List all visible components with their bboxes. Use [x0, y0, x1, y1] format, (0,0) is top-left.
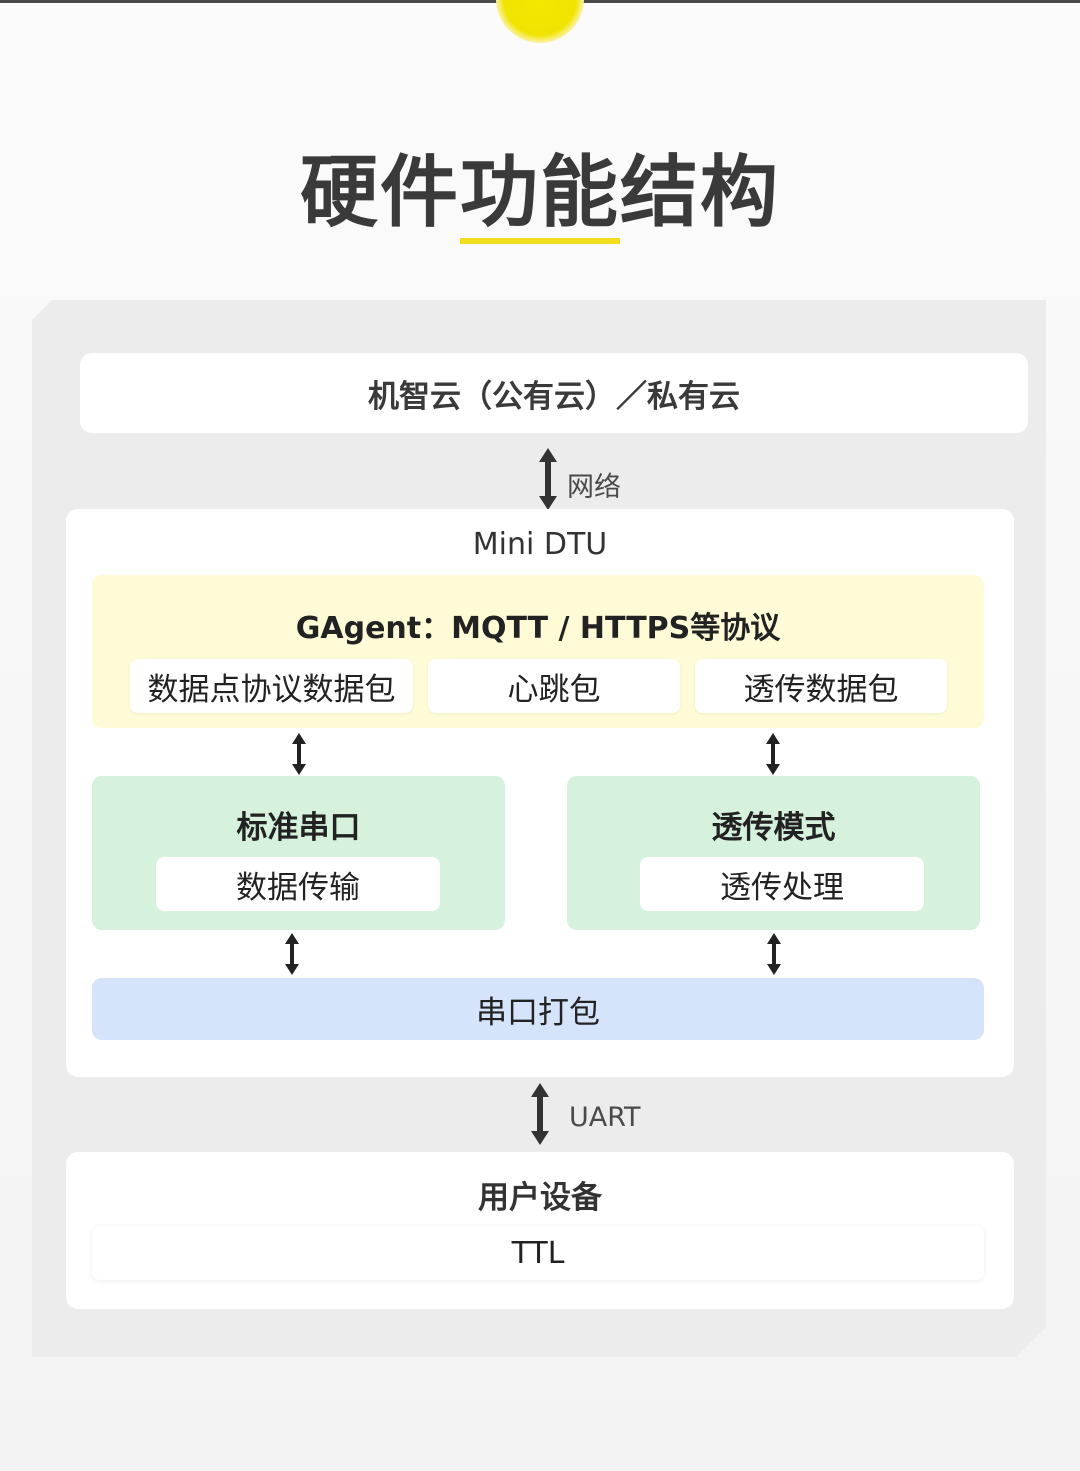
passthrough-mode-title: 透传模式	[711, 810, 836, 846]
gagent-item: 数据点协议数据包	[130, 659, 413, 713]
title-underline	[460, 238, 620, 244]
gagent-item: 透传数据包	[695, 659, 947, 713]
double-arrow	[766, 733, 780, 775]
mini-dtu-title: Mini DTU	[472, 527, 608, 562]
network-label: 网络	[567, 472, 621, 503]
data-transfer-item: 数据传输	[156, 857, 440, 911]
gagent-item: 心跳包	[428, 659, 680, 713]
passthrough-processing-item: 透传处理	[640, 857, 924, 911]
gagent-title: GAgent：MQTT / HTTPS等协议	[295, 611, 781, 646]
network-double-arrow	[539, 448, 557, 510]
mini-dtu-node: Mini DTU GAgent：MQTT / HTTPS等协议 数据点协议数据包…	[66, 509, 1014, 1077]
user-device-title: 用户设备	[478, 1180, 602, 1216]
serial-packing-node: 串口打包	[92, 978, 984, 1040]
uart-double-arrow	[531, 1083, 549, 1145]
double-arrow	[767, 933, 781, 975]
passthrough-mode-node: 透传模式 透传处理	[567, 776, 980, 930]
standard-serial-title: 标准串口	[236, 810, 361, 846]
uart-label: UART	[569, 1102, 641, 1133]
double-arrow	[292, 733, 306, 775]
double-arrow	[285, 933, 299, 975]
sun-decoration	[496, 0, 584, 43]
ttl-item: TTL	[92, 1226, 984, 1280]
page-title: 硬件功能结构	[299, 148, 780, 238]
standard-serial-node: 标准串口 数据传输	[92, 776, 505, 930]
user-device-node: 用户设备 TTL	[66, 1152, 1014, 1309]
cloud-node: 机智云（公有云）／私有云	[80, 353, 1028, 433]
gagent-node: GAgent：MQTT / HTTPS等协议 数据点协议数据包 心跳包 透传数据…	[92, 575, 984, 728]
